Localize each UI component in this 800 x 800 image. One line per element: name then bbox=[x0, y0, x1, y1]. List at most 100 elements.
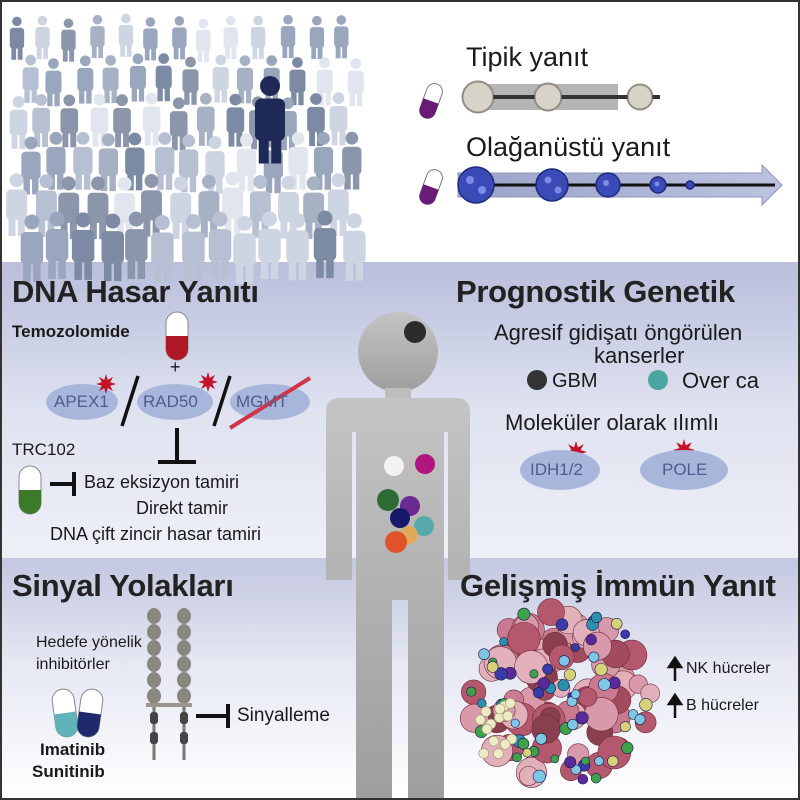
pathway-ber: Baz eksizyon tamiri bbox=[84, 472, 240, 492]
crowd-illustration bbox=[6, 13, 366, 284]
receptor-bead bbox=[177, 688, 191, 704]
immune-cell bbox=[588, 651, 600, 663]
immune-cell bbox=[522, 748, 532, 758]
human-silhouette bbox=[326, 312, 470, 798]
immune-cell bbox=[477, 698, 487, 708]
person-icon bbox=[289, 57, 306, 106]
person-icon bbox=[9, 16, 25, 60]
pole-ellipse bbox=[640, 450, 728, 490]
immune-title: Gelişmiş İmmün Yanıt bbox=[460, 568, 776, 603]
immune-cell bbox=[620, 629, 630, 640]
mgmt-label: MGMT bbox=[236, 392, 288, 411]
kinase-domain bbox=[180, 712, 188, 724]
person-icon bbox=[20, 214, 44, 282]
person-icon bbox=[129, 53, 146, 102]
immune-cell bbox=[494, 667, 508, 681]
immune-cell bbox=[510, 718, 520, 728]
signal-inhibition bbox=[196, 704, 230, 728]
receptor-bead bbox=[147, 672, 161, 688]
person-icon bbox=[170, 176, 192, 240]
aggressive-label-2: kanserler bbox=[594, 343, 685, 368]
person-icon bbox=[155, 132, 175, 190]
kinase-domain bbox=[150, 732, 158, 744]
trc102-label: TRC102 bbox=[12, 440, 76, 459]
person-icon bbox=[233, 215, 256, 284]
mutation-star-icon bbox=[96, 374, 116, 394]
person-icon bbox=[198, 174, 220, 238]
immune-cell bbox=[570, 689, 581, 700]
temozolomide-capsule bbox=[165, 311, 189, 361]
immune-cell bbox=[563, 668, 576, 681]
immune-cell bbox=[529, 669, 539, 679]
moderate-label: Moleküler olarak ılımlı bbox=[505, 410, 719, 435]
idh-ellipse bbox=[520, 450, 600, 490]
person-icon bbox=[9, 95, 28, 149]
person-icon bbox=[343, 213, 366, 281]
immune-cell bbox=[466, 686, 477, 697]
b-cell bbox=[480, 706, 492, 717]
person-icon bbox=[329, 92, 348, 146]
signaling-label: Sinyalleme bbox=[237, 705, 330, 726]
exceptional-response-arrow bbox=[457, 163, 783, 207]
immune-cell bbox=[555, 618, 569, 631]
receptor-bead bbox=[177, 672, 191, 688]
immune-cell bbox=[478, 648, 490, 661]
person-icon bbox=[118, 13, 134, 57]
person-icon bbox=[182, 56, 199, 105]
person-icon bbox=[6, 173, 28, 236]
immune-cell bbox=[577, 773, 589, 785]
person-icon bbox=[90, 14, 105, 59]
capsule-icon-exceptional bbox=[419, 169, 443, 205]
person-icon bbox=[342, 131, 362, 190]
b-cell bbox=[475, 714, 486, 726]
tumor-cell bbox=[578, 687, 598, 707]
immune-cell bbox=[594, 662, 608, 676]
typical-response-label: Tipik yanıt bbox=[466, 42, 589, 72]
immune-cell bbox=[564, 756, 577, 769]
person-icon bbox=[347, 58, 364, 107]
immune-cell bbox=[542, 663, 554, 675]
person-icon bbox=[35, 174, 57, 237]
person-icon bbox=[258, 211, 281, 279]
b-cell bbox=[478, 747, 490, 759]
person-icon bbox=[236, 55, 253, 104]
person-icon bbox=[113, 94, 131, 148]
person-icon bbox=[223, 15, 238, 60]
overca-dot bbox=[648, 370, 668, 390]
immune-cell bbox=[512, 752, 522, 763]
sunitinib-capsule bbox=[76, 688, 104, 738]
receptor-bead bbox=[147, 688, 161, 704]
immune-cell bbox=[535, 733, 547, 745]
receptor-proteins bbox=[146, 608, 192, 760]
person-icon bbox=[196, 18, 211, 63]
person-icon bbox=[60, 94, 79, 148]
b-up-arrow-icon bbox=[666, 692, 684, 718]
mutation-star-icon bbox=[198, 372, 218, 392]
person-icon bbox=[21, 136, 41, 195]
nk-up-arrow-icon bbox=[666, 655, 684, 681]
person-icon bbox=[334, 15, 349, 59]
apex1-label: APEX1 bbox=[54, 392, 109, 411]
trc102-capsule bbox=[18, 465, 42, 515]
receptor-bead bbox=[177, 608, 191, 624]
immune-cell bbox=[575, 711, 589, 725]
person-icon bbox=[45, 211, 69, 280]
immune-cell bbox=[585, 634, 597, 646]
immune-cell bbox=[558, 655, 570, 667]
b-cell bbox=[504, 697, 516, 709]
person-icon bbox=[143, 17, 158, 61]
b-cell bbox=[481, 723, 493, 735]
b-cell bbox=[502, 710, 514, 722]
person-icon bbox=[71, 212, 95, 280]
immune-cell bbox=[571, 643, 580, 652]
signaling-title: Sinyal Yolakları bbox=[12, 568, 234, 603]
receptor-bead bbox=[177, 656, 191, 672]
dna-repair-title: DNA Hasar Yanıtı bbox=[12, 274, 259, 309]
inhibition-bar-dna bbox=[158, 428, 196, 464]
immune-cell bbox=[621, 741, 634, 754]
immune-cell bbox=[610, 617, 623, 630]
person-icon bbox=[208, 211, 232, 280]
receptor-bead bbox=[147, 608, 161, 624]
cancer-markers bbox=[377, 454, 435, 553]
person-icon bbox=[87, 176, 109, 240]
